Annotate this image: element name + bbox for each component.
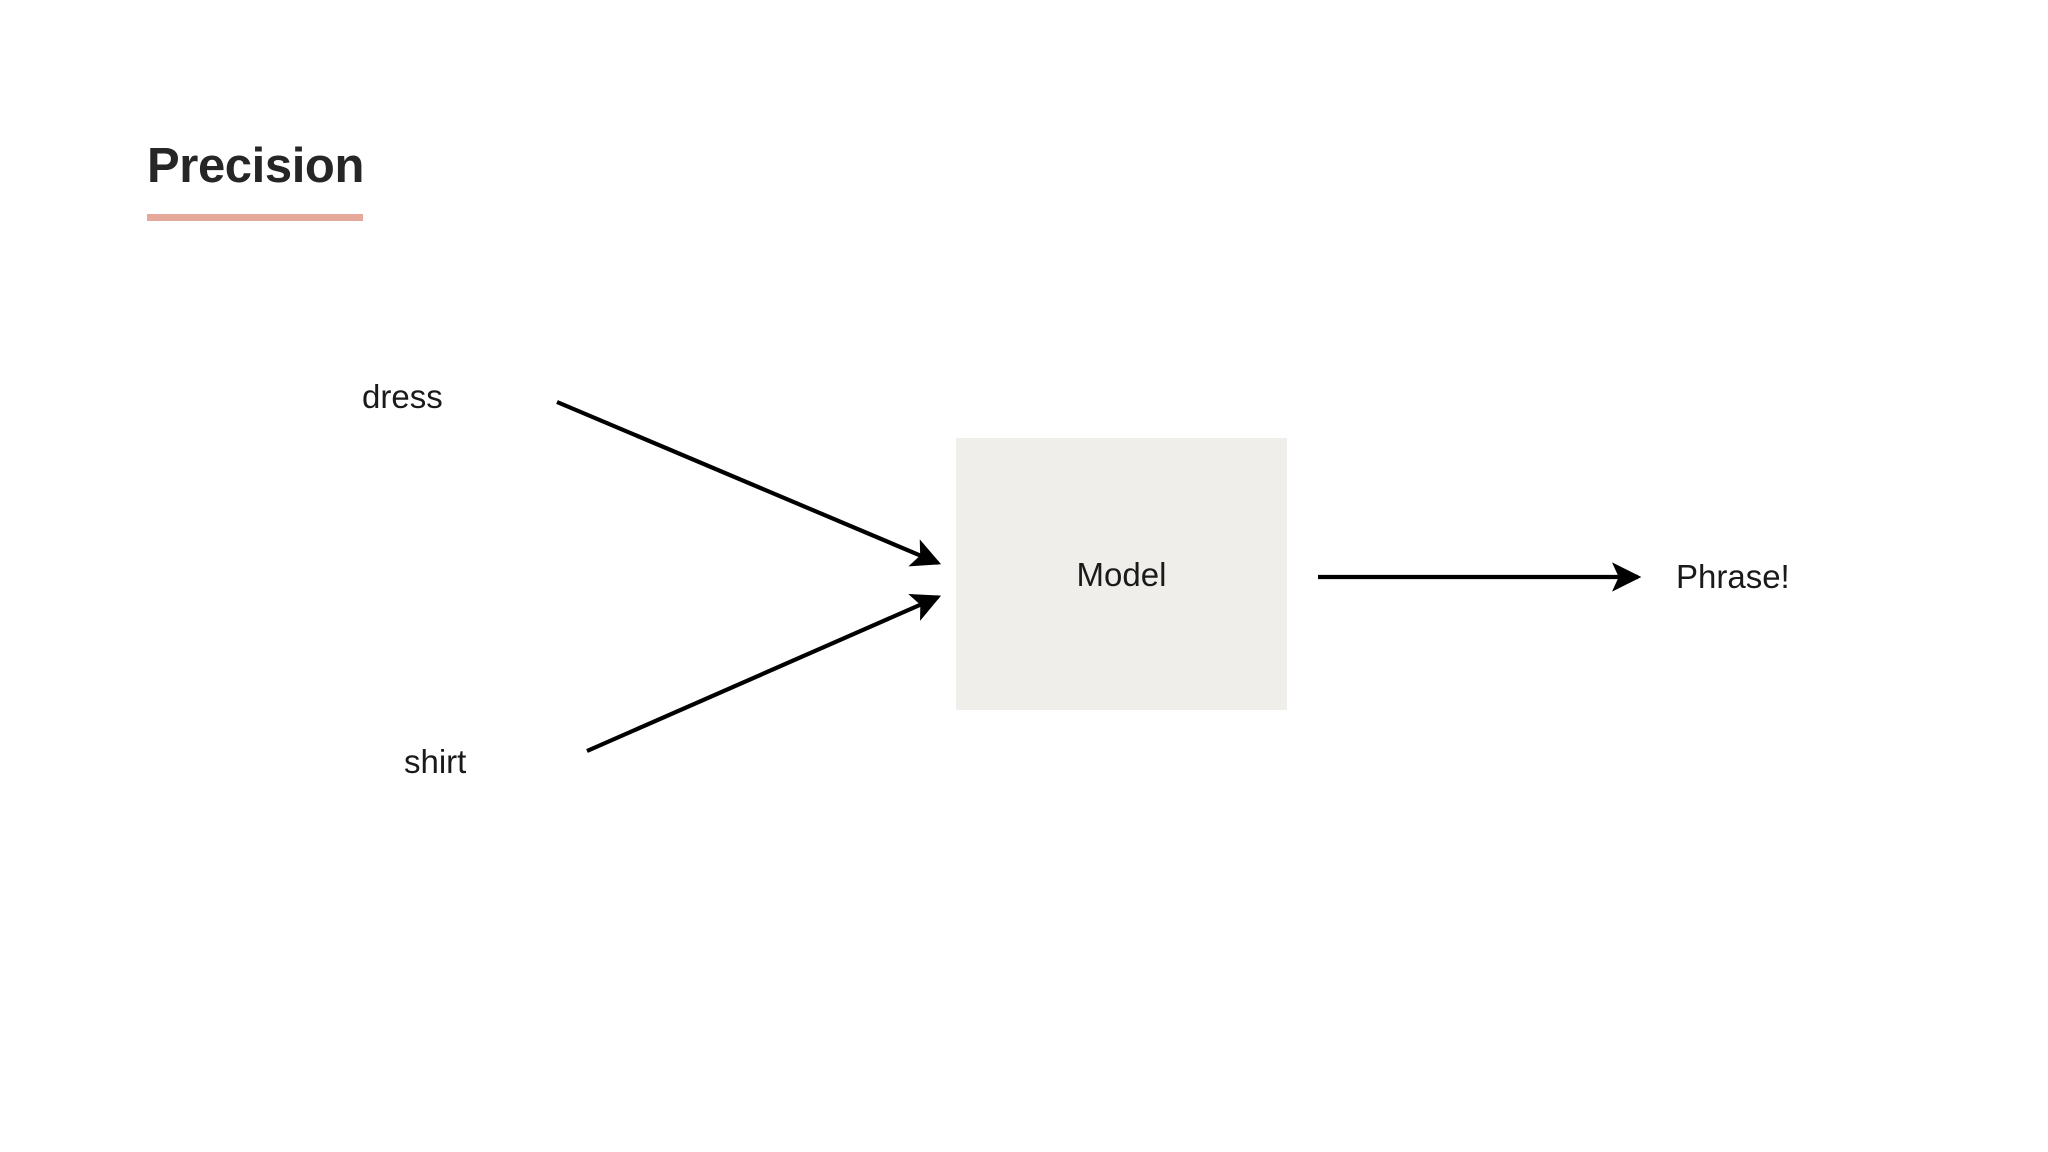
input-label-dress: dress <box>362 378 443 415</box>
output-label-phrase: Phrase! <box>1676 558 1790 595</box>
title-block: Precision <box>147 136 847 231</box>
connector-shirt-to-model <box>586 594 942 753</box>
input-label-shirt: shirt <box>404 743 467 780</box>
model-node: Model <box>956 438 1287 710</box>
page-title: Precision <box>147 139 364 193</box>
model-node-label: Model <box>1076 555 1167 593</box>
title-accent-rule <box>147 214 363 221</box>
connector-dress-to-model <box>556 400 942 567</box>
